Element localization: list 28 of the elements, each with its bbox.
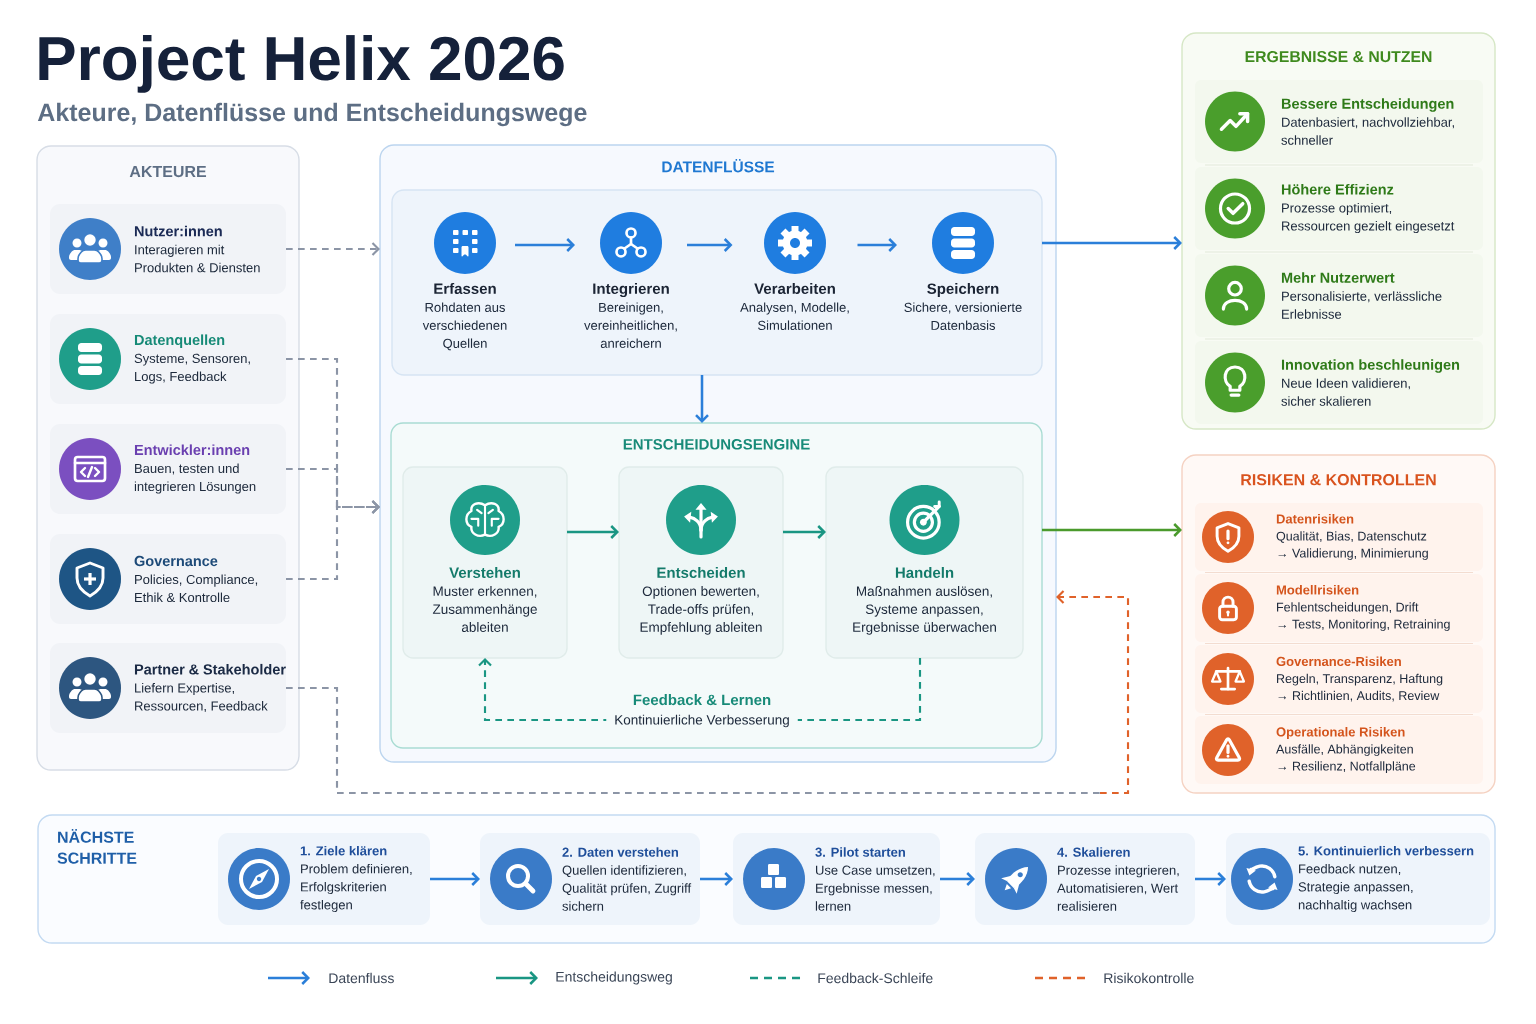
arrow — [1195, 872, 1226, 886]
arrow — [430, 872, 480, 886]
arrow — [783, 525, 826, 539]
dashed-arrow — [286, 242, 380, 256]
legend-text: Risikokontrolle — [1104, 972, 1194, 984]
process-step: Verarbeiten Analysen, Modelle, Simulationen — [740, 283, 849, 330]
arrow — [940, 872, 975, 886]
dashed-arrow — [286, 590, 1130, 795]
title: Project Helix 2026 — [39, 35, 564, 93]
inner-panel — [391, 189, 1043, 376]
legend-text: Feedback-Schleife — [818, 972, 933, 984]
legend-text: Entscheidungsweg — [556, 971, 672, 985]
arrow — [687, 238, 733, 252]
process-step: Speichern Sichere, versionierte Datenbasis — [904, 283, 1022, 330]
subtitle: Akteure, Datenflüsse und Entscheidungswege — [37, 102, 587, 127]
step-card: Handeln Maßnahmen auslösen, Systeme anpassen, Ergebnisse überwachen — [825, 466, 1024, 659]
arrow — [515, 238, 575, 252]
process-step: Integrieren Bereinigen, vereinheitlichen, anreichern — [584, 283, 677, 348]
arrow — [1042, 236, 1182, 250]
process-step: Erfassen Rohdaten aus verschiedenen Quellen — [422, 283, 507, 351]
arrow — [567, 525, 619, 539]
dashed-arrow — [286, 500, 380, 581]
arrow — [700, 872, 733, 886]
arrow — [857, 238, 897, 252]
arrow — [695, 375, 709, 423]
loop-heading: Feedback & Lernen — [633, 694, 771, 706]
arrow — [1042, 523, 1182, 537]
legend-text: Datenfluss — [329, 972, 394, 984]
